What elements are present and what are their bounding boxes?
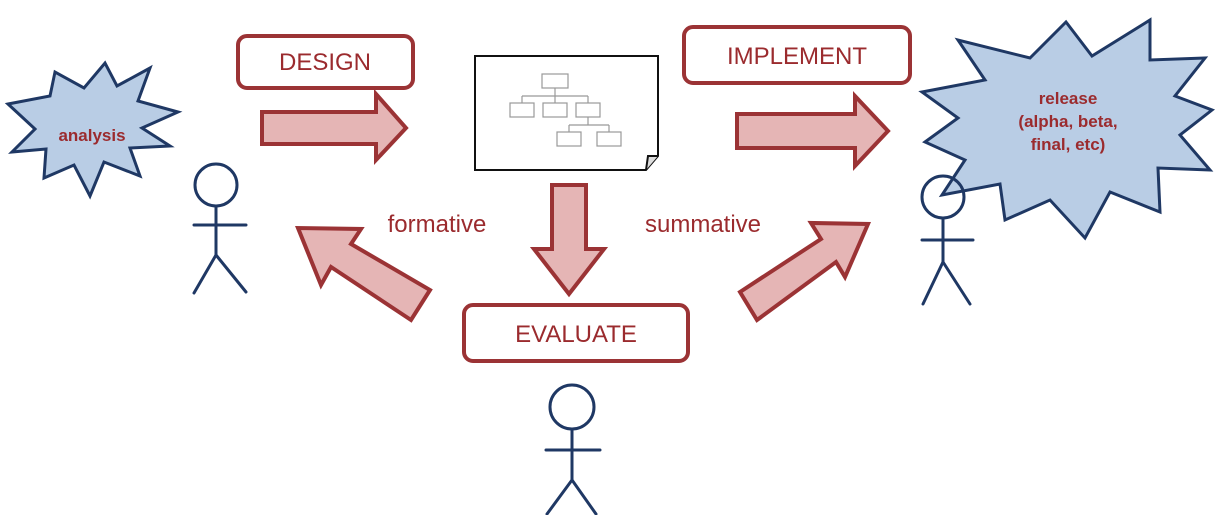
summative-label: summative	[645, 211, 761, 238]
analysis-label: analysis	[58, 126, 125, 145]
person-icon	[920, 174, 975, 306]
document-icon	[474, 55, 659, 171]
summative-arrow	[737, 220, 872, 323]
person-icon	[544, 383, 602, 515]
formative-label: formative	[388, 211, 487, 238]
release-label-line-3: final, etc)	[1031, 135, 1106, 154]
evaluate-down-arrow	[529, 183, 609, 298]
design-label: DESIGN	[279, 49, 371, 76]
org-chart-icon	[509, 73, 622, 147]
design-stage: DESIGN	[236, 34, 415, 90]
design-box	[236, 34, 415, 90]
implement-box	[682, 25, 912, 85]
analysis-burst: analysis	[4, 60, 183, 200]
evaluate-label: EVALUATE	[515, 321, 637, 348]
person-icon	[192, 162, 248, 295]
release-label-line-1: release	[1039, 89, 1098, 108]
release-burst-shape	[918, 17, 1216, 241]
evaluate-box	[462, 303, 690, 363]
release-label-line-2: (alpha, beta,	[1018, 112, 1117, 131]
implement-arrow	[735, 90, 891, 172]
implement-stage: IMPLEMENT	[682, 25, 912, 85]
release-burst: release (alpha, beta, final, etc)	[918, 17, 1216, 241]
design-arrow	[260, 88, 409, 166]
analysis-burst-shape	[4, 60, 183, 200]
evaluate-stage: EVALUATE	[462, 303, 690, 363]
document-page-curl	[645, 155, 658, 171]
formative-arrow	[295, 225, 433, 323]
implement-label: IMPLEMENT	[727, 43, 867, 70]
